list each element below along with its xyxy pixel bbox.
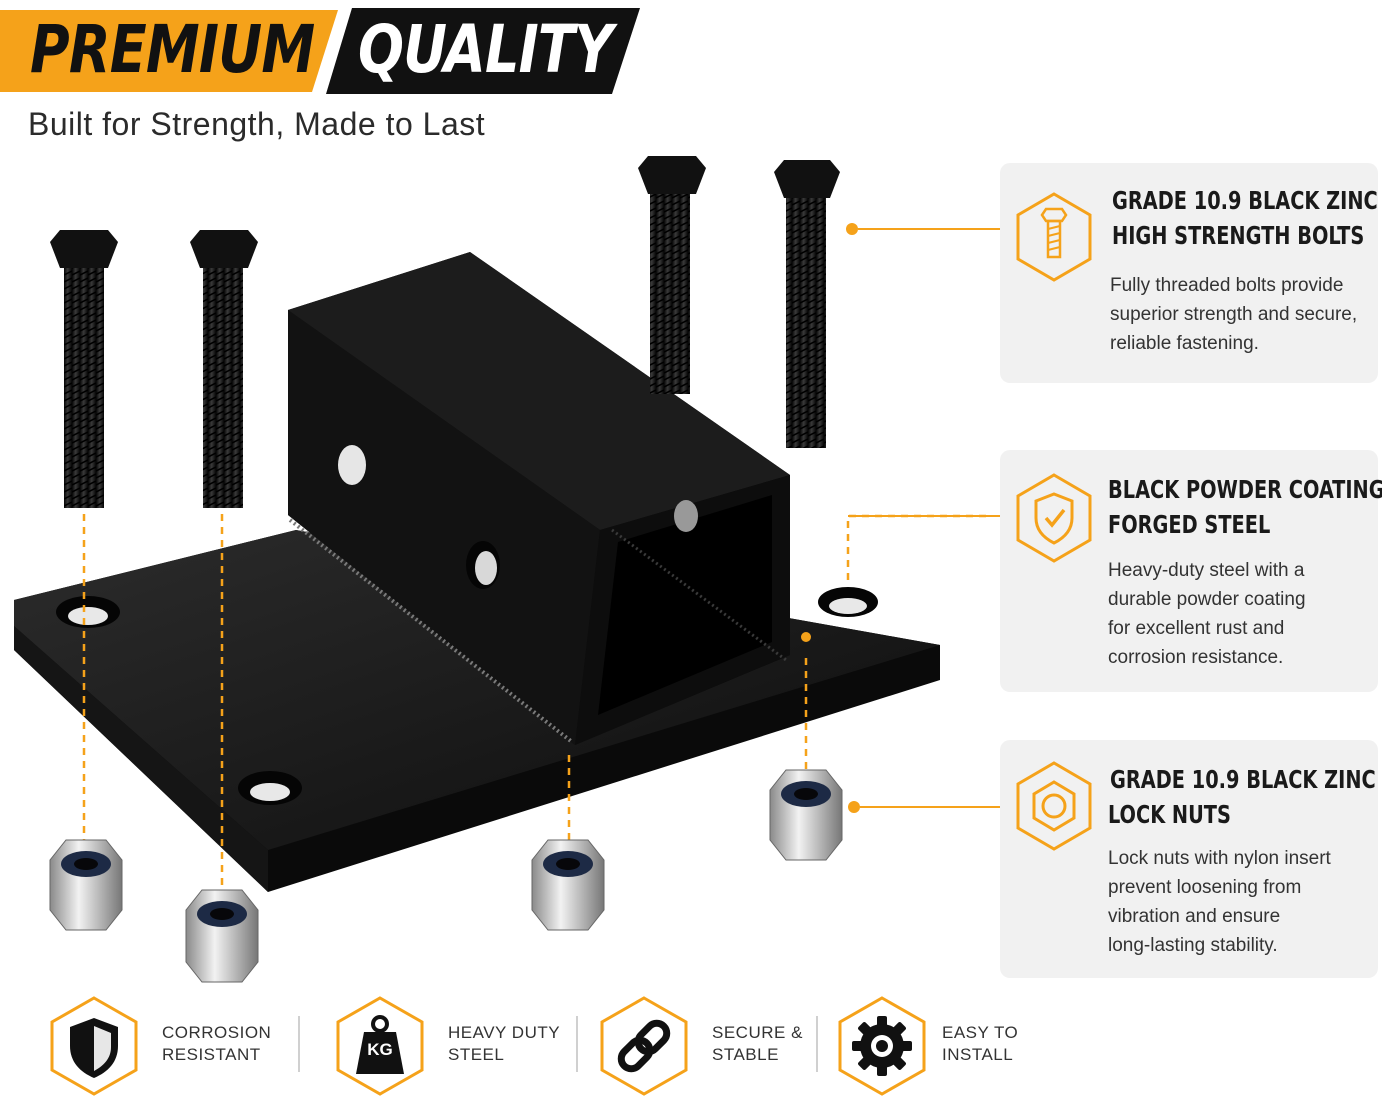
feature-easy-to-install: EASY TO INSTALL: [838, 990, 1078, 1096]
feature-secure-stable: SECURE & STABLE: [600, 990, 840, 1096]
feature-label-line1: SECURE &: [712, 1023, 803, 1042]
desc-line: durable powder coating: [1108, 589, 1306, 610]
feature-label-line2: RESISTANT: [162, 1045, 261, 1064]
desc-line: reliable fastening.: [1110, 333, 1259, 354]
desc-line: prevent loosening from: [1108, 877, 1302, 898]
bolt-icon: [1016, 192, 1092, 282]
bolt-1: [50, 230, 118, 508]
feature-heavy-duty-steel: KG HEAVY DUTY STEEL: [336, 990, 576, 1096]
desc-line: for excellent rust and: [1108, 618, 1285, 639]
leader-dot-bolts: [846, 223, 858, 235]
feature-card-bolts: GRADE 10.9 BLACK ZINC HIGH STRENGTH BOLT…: [1000, 163, 1378, 383]
weight-badge-text: KG: [367, 1040, 393, 1059]
leader-line-nuts: [860, 806, 1000, 808]
leader-line-bolts: [858, 228, 1000, 230]
chain-link-icon: [600, 996, 688, 1096]
feature-card-lock-nuts: GRADE 10.9 BLACK ZINC LOCK NUTS Lock nut…: [1000, 740, 1378, 978]
card-title-line2: LOCK NUTS: [1108, 800, 1231, 829]
card-description: Heavy-duty steel with a durable powder c…: [1108, 556, 1370, 672]
card-description: Lock nuts with nylon insert prevent loos…: [1108, 844, 1370, 960]
bolt-4: [774, 160, 840, 448]
card-title-line1: GRADE 10.9 BLACK ZINC: [1110, 765, 1376, 794]
tagline: Built for Strength, Made to Last: [28, 106, 486, 142]
feature-label-line2: STEEL: [448, 1045, 505, 1064]
feature-label-line1: CORROSION: [162, 1023, 272, 1042]
leader-dot-nuts: [848, 801, 860, 813]
lock-nut-4: [769, 769, 843, 861]
bolt-3: [638, 156, 706, 394]
feature-label: EASY TO INSTALL: [942, 1022, 1018, 1066]
card-title-line1: GRADE 10.9 BLACK ZINC: [1112, 186, 1378, 215]
desc-line: Lock nuts with nylon insert: [1108, 848, 1331, 869]
premium-quality-banner: PREMIUM QUALITY: [0, 0, 650, 100]
receiver-tube: [288, 252, 790, 745]
card-title-line2: HIGH STRENGTH BOLTS: [1112, 221, 1365, 250]
card-title-line2: FORGED STEEL: [1108, 510, 1271, 539]
desc-line: Fully threaded bolts provide: [1110, 275, 1344, 296]
feature-label: CORROSION RESISTANT: [162, 1022, 271, 1066]
banner-word-premium: PREMIUM: [30, 11, 315, 88]
feature-label: HEAVY DUTY STEEL: [448, 1022, 560, 1066]
shield-check-icon: [1016, 473, 1092, 563]
bolt-2: [190, 230, 258, 508]
lock-nut-1: [49, 839, 123, 931]
desc-line: Heavy-duty steel with a: [1108, 560, 1305, 581]
feature-separator: [576, 1016, 578, 1072]
leader-line-coating: [848, 515, 1000, 517]
banner-background: [0, 8, 640, 94]
gear-icon: [838, 996, 926, 1096]
card-description: Fully threaded bolts provide superior st…: [1110, 271, 1372, 358]
desc-line: long-lasting stability.: [1108, 935, 1278, 956]
banner-word-quality: QUALITY: [358, 11, 613, 88]
feature-label-line2: INSTALL: [942, 1045, 1014, 1064]
shield-icon: [50, 996, 138, 1096]
feature-separator: [816, 1016, 818, 1072]
feature-label: SECURE & STABLE: [712, 1022, 803, 1066]
lock-nut-2: [185, 889, 259, 983]
feature-icon-row: CORROSION RESISTANT KG HEAVY DUTY STEEL SE…: [0, 990, 1382, 1096]
nut-icon: [1016, 761, 1092, 851]
feature-label-line1: HEAVY DUTY: [448, 1023, 561, 1042]
feature-separator: [298, 1016, 300, 1072]
feature-label-line2: STABLE: [712, 1045, 779, 1064]
feature-corrosion-resistant: CORROSION RESISTANT: [50, 990, 290, 1096]
feature-label-line1: EASY TO: [942, 1023, 1019, 1042]
alignment-guides: [82, 514, 990, 905]
desc-line: corrosion resistance.: [1108, 647, 1284, 668]
desc-line: superior strength and secure,: [1110, 304, 1358, 325]
guide-dot: [801, 632, 811, 642]
desc-line: vibration and ensure: [1108, 906, 1281, 927]
lock-nut-3: [531, 839, 605, 931]
hitch-mount-illustration: [14, 156, 990, 983]
feature-card-coating: BLACK POWDER COATING FORGED STEEL Heavy-…: [1000, 450, 1382, 692]
card-title-line1: BLACK POWDER COATING: [1108, 475, 1382, 504]
